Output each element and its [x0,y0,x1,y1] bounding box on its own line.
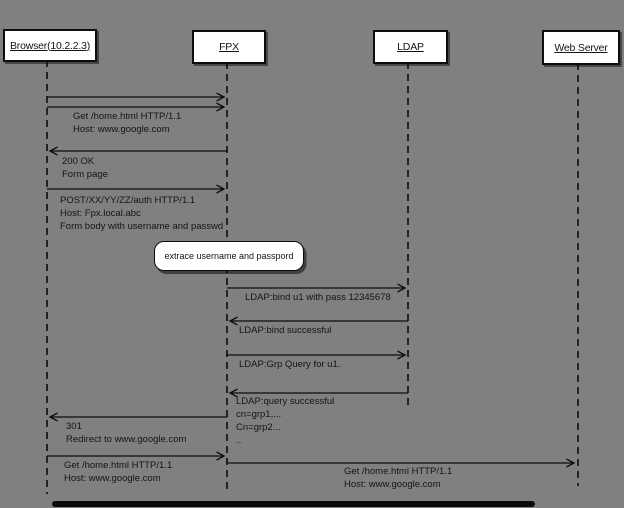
message-line: Host: Fpx.local.abc [60,208,141,219]
actor-box-ldap: LDAP [373,30,448,64]
message-label-post-auth: POST/XX/YY/ZZ/auth HTTP/1.1 Host: Fpx.lo… [60,194,223,233]
note-extract-credentials: extrace username and passpord [154,241,304,271]
message-line: .. [236,435,242,446]
window-shadow-bottom [52,501,535,507]
message-label-get-home: Get /home.html HTTP/1.1 Host: www.google… [73,110,181,136]
actor-box-browser: Browser(10.2.2.3) [3,29,97,62]
arrow-get-home-webserver [226,458,574,463]
message-line: Form body with username and passwd [60,221,224,232]
message-line: Cn=grp2... [236,422,281,433]
message-line: LDAP:Grp Query for u1. [239,359,341,370]
actor-box-webserver: Web Server [542,30,620,65]
message-label-200-ok: 200 OK Form page [62,155,108,181]
message-label-301-redirect: 301 Redirect to www.google.com [66,420,186,446]
message-line: cn=grp1,... [236,409,282,420]
message-line: LDAP:query successful [236,396,335,407]
message-line: LDAP:bind u1 with pass 12345678 [245,292,391,303]
message-line: Redirect to www.google.com [66,434,187,445]
message-label-ldap-bind: LDAP:bind u1 with pass 12345678 [245,291,391,304]
message-line: Host: www.google.com [73,124,170,135]
message-label-grp-query: LDAP:Grp Query for u1. [239,358,340,371]
message-line: 301 [66,421,82,432]
message-line: Get /home.html HTTP/1.1 [73,111,182,122]
message-line: Host: www.google.com [64,473,161,484]
actor-label-fpx: FPX [219,41,239,53]
note-text: extrace username and passpord [164,251,294,261]
message-label-bind-successful: LDAP:bind successful [239,324,331,337]
message-line: Get /home.html HTTP/1.1 [64,460,173,471]
message-line: 200 OK [62,156,95,167]
message-label-query-successful: LDAP:query successful cn=grp1,... Cn=grp… [236,395,334,447]
message-label-get-home-webserver: Get /home.html HTTP/1.1 Host: www.google… [344,465,452,491]
message-line: Get /home.html HTTP/1.1 [344,466,453,477]
message-line: LDAP:bind successful [239,325,332,336]
message-line: Form page [62,169,108,180]
actor-box-fpx: FPX [192,30,266,64]
actor-label-browser: Browser(10.2.2.3) [9,39,91,52]
message-label-get-home-2: Get /home.html HTTP/1.1 Host: www.google… [64,459,172,485]
actor-label-ldap: LDAP [397,41,424,53]
message-line: Host: www.google.com [344,479,441,490]
actor-label-webserver: Web Server [554,41,608,54]
message-line: POST/XX/YY/ZZ/auth HTTP/1.1 [60,195,196,206]
